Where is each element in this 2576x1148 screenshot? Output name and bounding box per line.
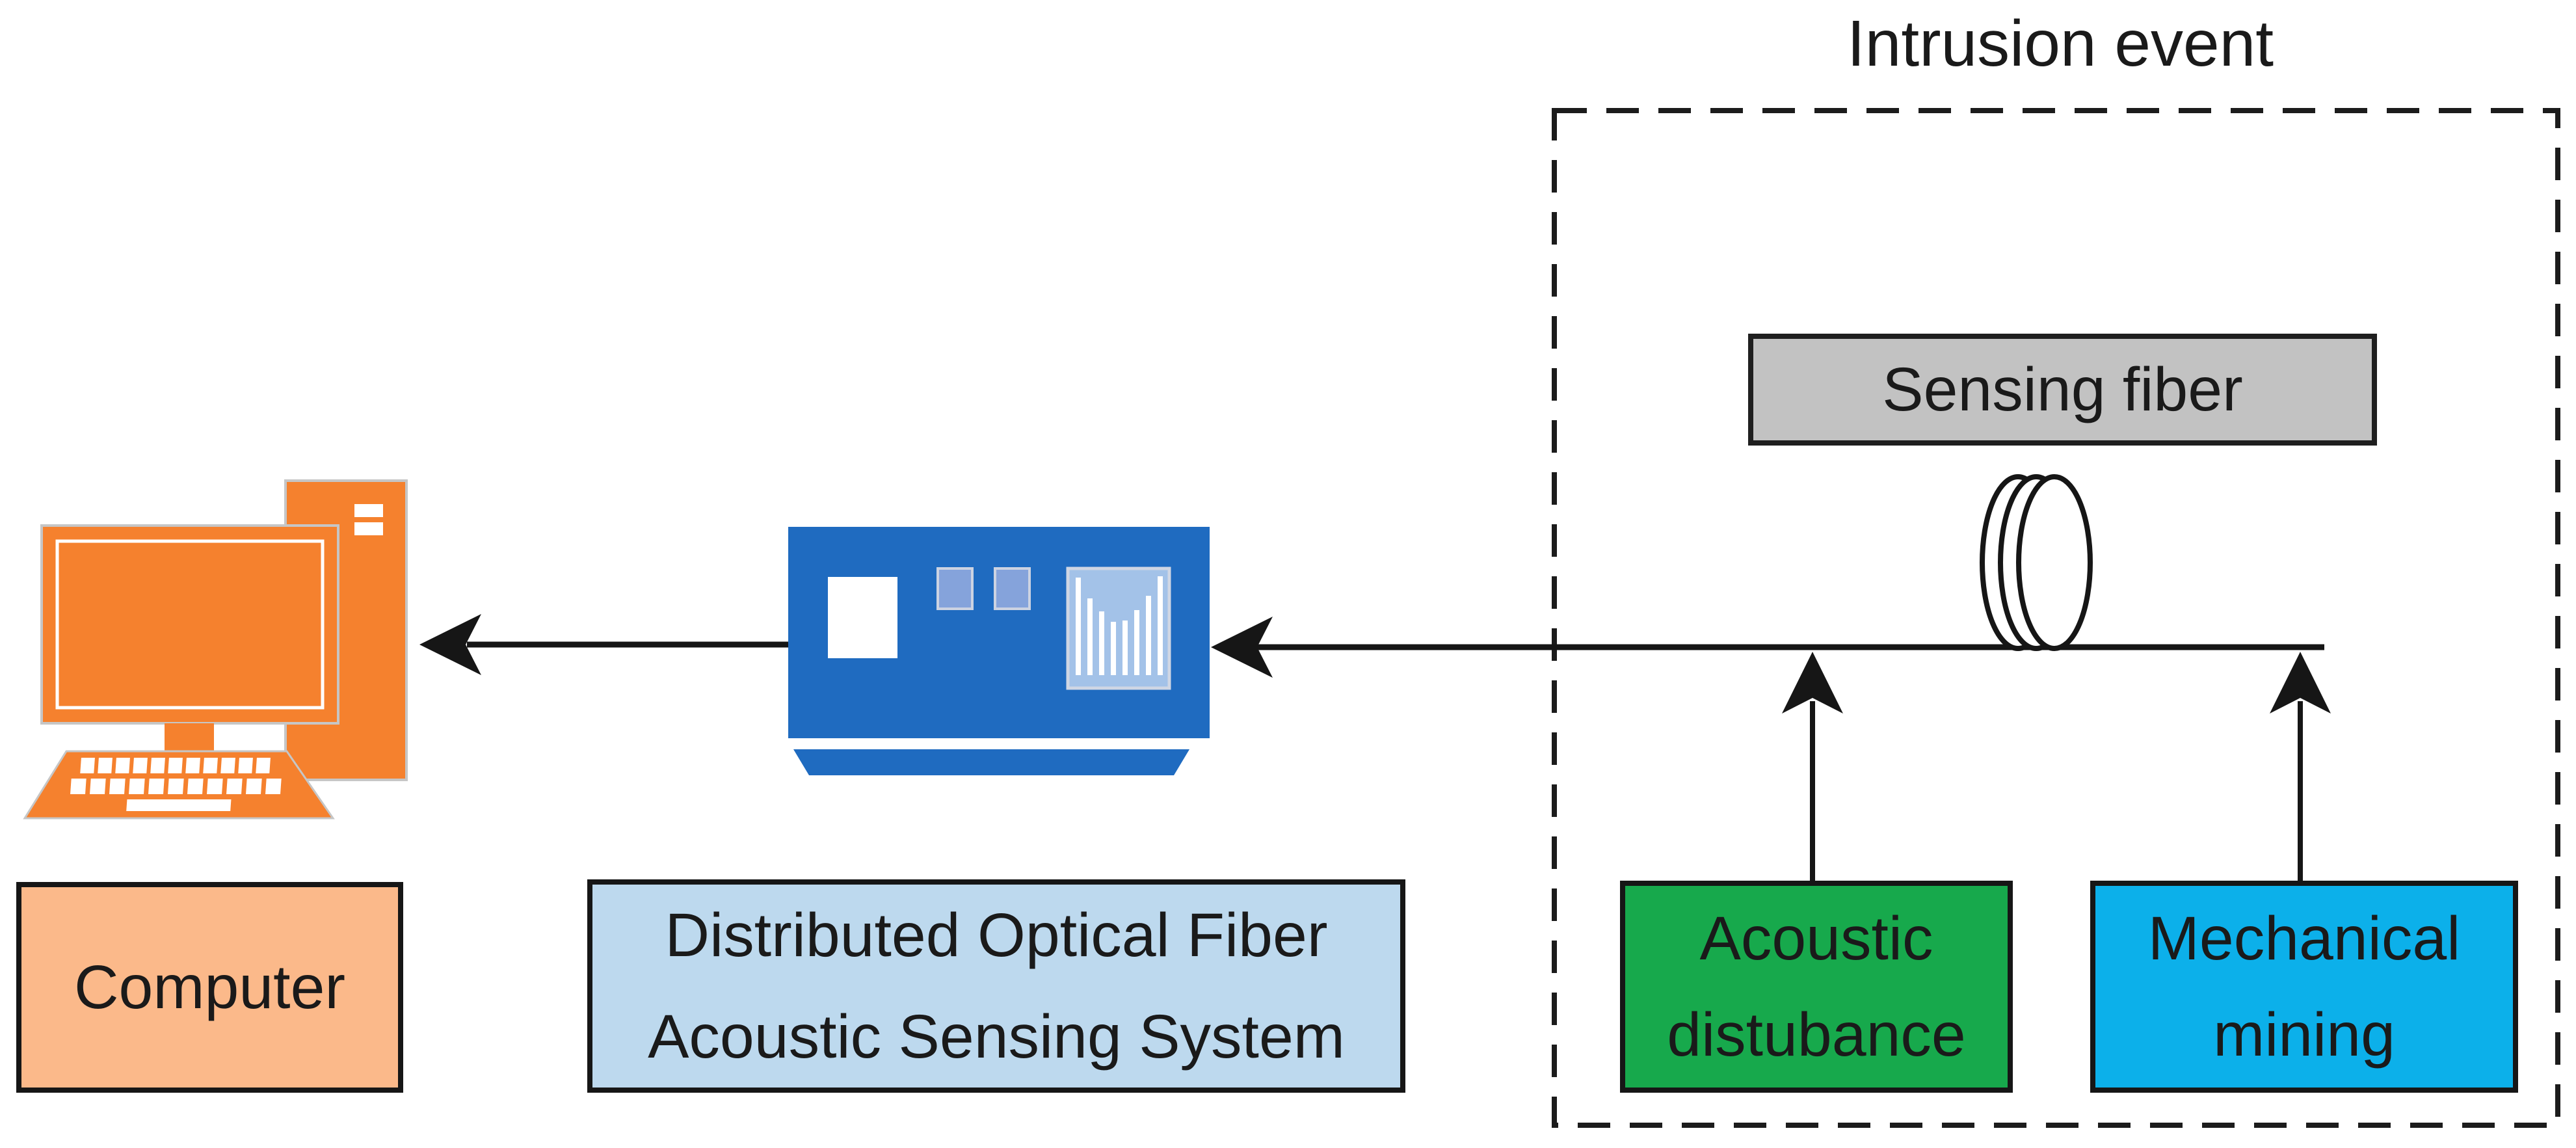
left-arrow-icon (1211, 617, 1273, 678)
keyboard-keys (70, 758, 282, 811)
device-button (994, 567, 1031, 610)
device-base (793, 749, 1189, 775)
acoustic-label-line2: distubance (1667, 1000, 1966, 1069)
monitor-stand (165, 723, 214, 754)
das-label-box: Distributed Optical Fiber Acoustic Sensi… (587, 879, 1405, 1093)
fiber-coil-icon (1980, 474, 2093, 651)
up-arrow-icon (2270, 652, 2331, 714)
monitor-screen-border (55, 539, 325, 710)
computer-label-box: Computer (16, 882, 403, 1093)
acoustic-disturbance-box: Acoustic distubance (1620, 881, 2013, 1093)
keyboard-spacebar (126, 799, 232, 811)
sensing-fiber-label: Sensing fiber (1882, 355, 2243, 424)
device-port-panel (828, 577, 897, 658)
computer-monitor (40, 524, 339, 725)
up-arrow-icon (1782, 652, 1843, 714)
acoustic-label-line1: Acoustic (1699, 904, 1933, 973)
sensing-fiber-box: Sensing fiber (1748, 334, 2377, 446)
left-arrow-icon (419, 614, 481, 675)
device-display (1066, 567, 1171, 690)
display-signal-bars (1076, 576, 1163, 675)
computer-label: Computer (73, 953, 346, 1022)
intrusion-event-title: Intrusion event (1847, 7, 2274, 80)
intrusion-event-dashed-box (1552, 108, 2560, 1128)
das-label-line2: Acoustic Sensing System (648, 1002, 1345, 1071)
mechanical-label-line1: Mechanical (2147, 904, 2461, 973)
mechanical-label-line2: mining (2213, 1000, 2395, 1069)
das-interrogator-icon (788, 527, 1210, 775)
device-button (936, 567, 974, 610)
mechanical-mining-box: Mechanical mining (2090, 881, 2518, 1093)
desktop-computer-icon (23, 479, 408, 820)
das-label-line1: Distributed Optical Fiber (665, 901, 1328, 970)
tower-drive-slot (354, 504, 383, 517)
tower-drive-slot (354, 522, 383, 535)
